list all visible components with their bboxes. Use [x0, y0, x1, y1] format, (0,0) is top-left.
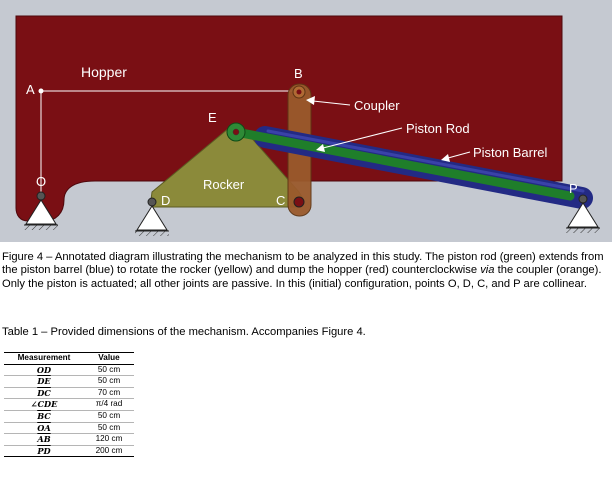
label-point-d: D — [161, 193, 170, 208]
piston-barrel-arrow — [441, 151, 471, 162]
ground-support-p — [566, 202, 600, 233]
measurement-cell: OA — [4, 422, 84, 435]
value-cell: 200 cm — [84, 445, 134, 458]
measurement-cell: BC — [4, 410, 84, 423]
value-cell: 70 cm — [84, 387, 134, 400]
table-row: AB 120 cm — [4, 433, 134, 446]
table-row: BC 50 cm — [4, 410, 134, 423]
table-row: OA 50 cm — [4, 422, 134, 435]
label-coupler: Coupler — [354, 98, 400, 113]
joint-p — [578, 194, 588, 204]
table-row: PD 200 cm — [4, 445, 134, 458]
joint-o — [36, 191, 46, 201]
measurement-cell: DC — [4, 387, 84, 400]
ground-support-o — [24, 199, 58, 230]
value-cell: 50 cm — [84, 422, 134, 435]
label-piston-barrel: Piston Barrel — [473, 145, 548, 160]
label-rocker: Rocker — [203, 177, 245, 192]
table-caption: Table 1 – Provided dimensions of the mec… — [2, 326, 366, 338]
table-row: OD 50 cm — [4, 364, 134, 377]
label-point-a: A — [26, 82, 35, 97]
value-cell: 50 cm — [84, 364, 134, 377]
joint-c — [293, 196, 305, 208]
table-header-row: Measurement Value — [4, 352, 134, 365]
joint-d — [147, 197, 157, 207]
joint-b-pin — [296, 89, 302, 95]
label-point-e: E — [208, 110, 217, 125]
point-a-dot — [38, 88, 44, 94]
coupler-arrow — [306, 96, 351, 106]
figure-caption-part2: the coupler (orange). Only the piston is… — [2, 264, 602, 290]
label-piston-rod: Piston Rod — [406, 121, 470, 136]
table-row: DE 50 cm — [4, 375, 134, 388]
figure-caption-via: via — [480, 264, 495, 277]
label-hopper: Hopper — [81, 64, 127, 80]
piston-rod-arrow — [316, 127, 403, 152]
measurement-cell: OD — [4, 364, 84, 377]
value-cell: 50 cm — [84, 410, 134, 423]
piston-barrel-highlight — [266, 129, 585, 193]
mechanism-diagram: Hopper Coupler Piston Rod Piston Barrel … — [0, 0, 612, 242]
table-row: DC 70 cm — [4, 387, 134, 400]
figure-caption-part1: Figure 4 – Annotated diagram illustratin… — [2, 251, 604, 277]
value-cell: 120 cm — [84, 433, 134, 446]
piston-rod — [231, 127, 575, 201]
table-row: ∠CDE π/4 rad — [4, 398, 134, 411]
dimensions-table: Measurement Value OD 50 cm DE 50 cm DC 7… — [4, 352, 134, 458]
label-point-p: P — [569, 181, 578, 196]
header-measurement: Measurement — [4, 352, 84, 365]
label-point-o: O — [36, 174, 46, 189]
figure-caption: Figure 4 – Annotated diagram illustratin… — [2, 251, 608, 291]
ground-support-d — [135, 205, 169, 236]
label-point-c: C — [276, 193, 285, 208]
measurement-cell: ∠CDE — [4, 398, 84, 411]
value-cell: π/4 rad — [84, 398, 134, 411]
measurement-cell: AB — [4, 433, 84, 446]
measurement-cell: DE — [4, 375, 84, 388]
label-point-b: B — [294, 66, 303, 81]
joint-e-pin — [232, 128, 240, 136]
header-value: Value — [84, 352, 134, 365]
measurement-cell: PD — [4, 445, 84, 458]
value-cell: 50 cm — [84, 375, 134, 388]
